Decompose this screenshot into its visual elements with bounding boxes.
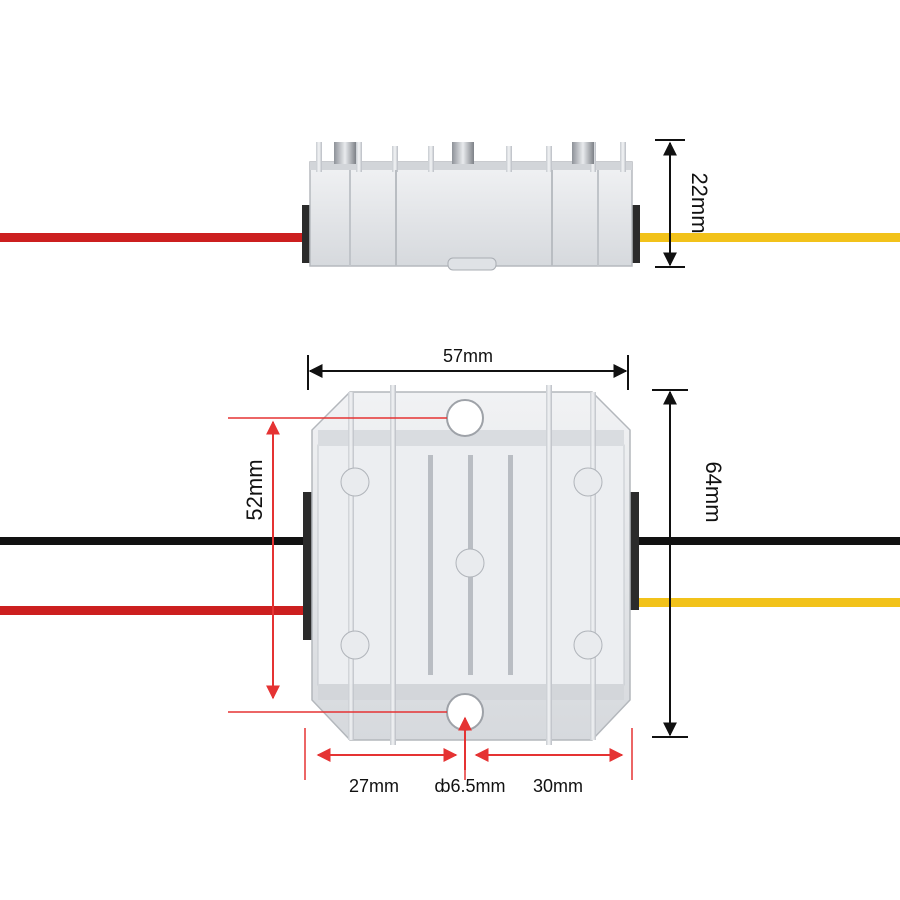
screw-boss-tl (340, 467, 370, 497)
top-black-wire-left (0, 537, 310, 545)
top-view: 57mm 64mm 52mm 27mm ȸ6.5mm 30mm (0, 346, 900, 796)
dim-hole-diameter-label: ȸ6.5mm (435, 776, 506, 796)
dim-hole-spacing-label: 52mm (242, 459, 267, 520)
side-terminal-3 (572, 142, 594, 164)
dim-right-offset-label: 30mm (533, 776, 583, 796)
top-yellow-wire-right (632, 598, 900, 607)
top-black-wire-right (632, 537, 900, 545)
side-view: 22mm (0, 139, 900, 271)
top-red-wire-left (0, 606, 310, 615)
screw-boss-tr (573, 467, 603, 497)
side-terminal-2 (452, 142, 474, 164)
side-red-wire (0, 233, 310, 242)
dim-length-label: 64mm (701, 461, 726, 522)
side-terminal-1 (334, 142, 356, 164)
dim-width-label: 57mm (443, 346, 493, 366)
side-yellow-wire (632, 233, 900, 242)
side-mount-nub (447, 257, 497, 271)
screw-boss-br (573, 630, 603, 660)
side-housing (309, 161, 633, 267)
screw-boss-c (455, 548, 485, 578)
dim-height-label: 22mm (687, 172, 712, 233)
top-mount-hole (446, 399, 484, 437)
dim-left-offset-label: 27mm (349, 776, 399, 796)
screw-boss-bl (340, 630, 370, 660)
